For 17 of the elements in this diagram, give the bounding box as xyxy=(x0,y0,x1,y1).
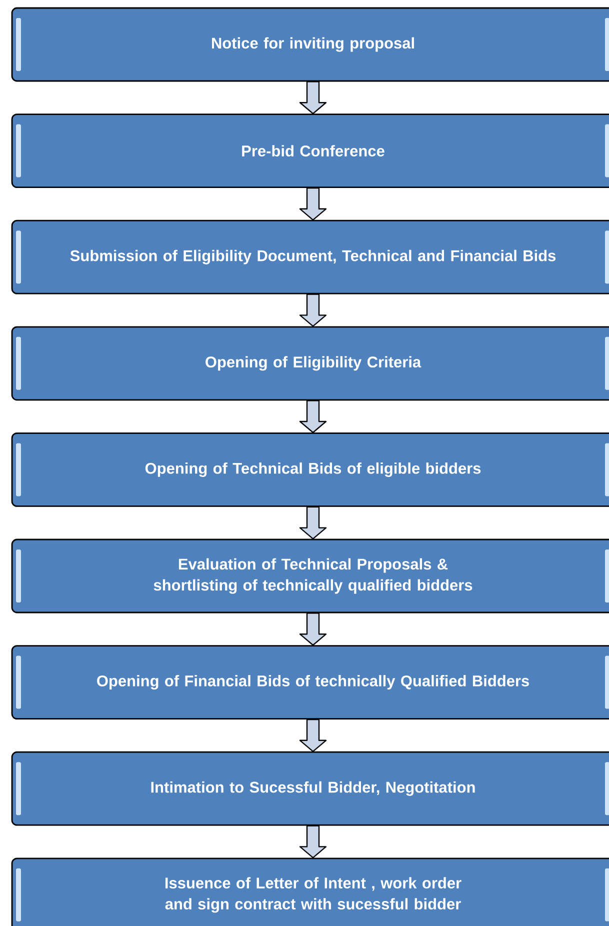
block-arrow xyxy=(299,718,327,752)
process-box: Notice for inviting proposal xyxy=(11,7,609,82)
process-box: Pre-bid Conference xyxy=(11,114,609,188)
block-arrow xyxy=(299,294,327,327)
block-arrow xyxy=(299,187,327,220)
process-box: Submission of Eligibility Document, Technical and Financial Bids xyxy=(11,220,609,294)
block-arrow xyxy=(299,612,327,646)
process-box: Evaluation of Technical Proposals & shortlisting of technically qualified bidders xyxy=(11,538,609,614)
block-arrow xyxy=(299,825,327,858)
process-box: Opening of Eligibility Criteria xyxy=(11,326,609,401)
process-box: Opening of Financial Bids of technically Qualified Bidders xyxy=(11,645,609,720)
process-box: Opening of Technical Bids of eligible bidders xyxy=(11,432,609,507)
block-arrow xyxy=(299,81,327,114)
block-arrow xyxy=(299,506,327,540)
process-box: Intimation to Sucessful Bidder, Negotitation xyxy=(11,751,609,826)
process-box: Issuence of Letter of Intent , work order and sign contract with sucessful bidder xyxy=(11,858,609,926)
block-arrow xyxy=(299,400,327,434)
